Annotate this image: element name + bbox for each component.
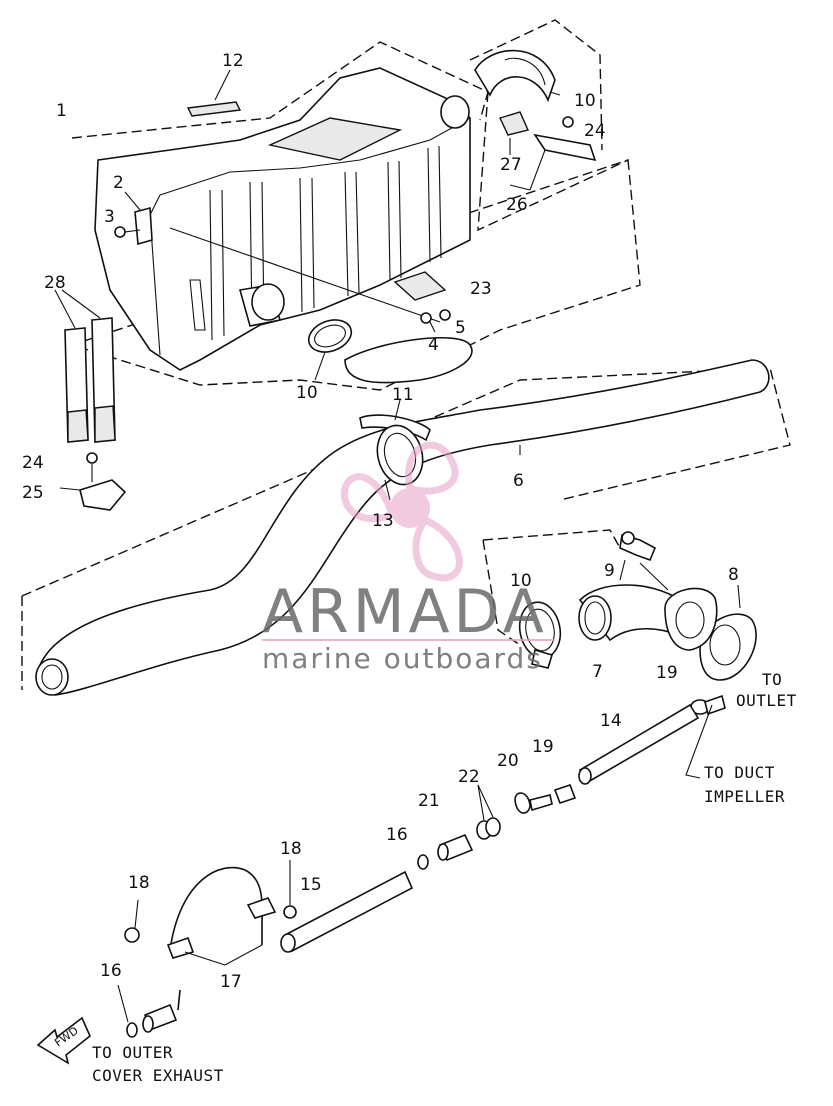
part-label-10a: 10 [574,91,596,111]
part-label-21: 21 [418,791,440,811]
part-label-23: 23 [470,279,492,299]
to-duct-line2: IMPELLER [704,787,785,806]
part-16-ring-lower [117,984,138,1038]
watermark-tagline: marine outboards [262,642,543,675]
part-20-fitting [514,792,553,814]
part-label-4: 4 [428,335,439,355]
part-label-27: 27 [500,155,522,175]
part-10-clamp-lower [307,319,353,381]
part-2-3-bracket [114,191,441,323]
part-23-plate [393,271,451,333]
part-label-13: 13 [372,511,394,531]
part-label-19b: 19 [532,737,554,757]
part-21-nipple [437,833,474,862]
part-18-bolt-left [124,899,140,943]
part-9-fitting [619,531,669,591]
watermark-brand: ARMADA [262,577,548,647]
part-15-hose [280,870,414,953]
fwd-arrow-icon: FWD [36,1016,91,1065]
to-duct-line1: TO DUCT [704,763,775,782]
part-19-clamp-upper [690,694,726,716]
part-label-16a: 16 [386,825,408,845]
part-label-18b: 18 [128,873,150,893]
part-16-ring-upper [417,854,429,870]
part-label-1: 1 [56,101,67,121]
part-17-hose [142,866,277,1033]
part-label-22: 22 [458,767,480,787]
part-number-labels: 1 12 2 3 28 10 24 27 26 23 5 4 10 11 6 2… [22,51,739,992]
part-label-18a: 18 [280,839,302,859]
part-label-19a: 19 [656,663,678,683]
part-label-24a: 24 [584,121,606,141]
part-28-straps [54,289,116,443]
part-label-11: 11 [392,385,414,405]
muffler-body [94,67,471,371]
part-18-bolt-right [283,860,297,919]
part-label-17: 17 [220,972,242,992]
part-label-7: 7 [592,662,603,682]
part-27-bracket [499,111,529,155]
part-24-25-bracket [59,452,127,511]
propeller-logo [340,441,463,582]
to-outer-line1: TO OUTER [92,1043,173,1062]
part-6-hose [35,336,770,696]
part-19-clamp-lower [553,783,577,805]
part-label-12: 12 [222,51,244,71]
part-label-15: 15 [300,875,322,895]
part-label-5: 5 [455,318,466,338]
part-22-washers [476,784,501,840]
part-label-26: 26 [506,195,528,215]
part-10-clamp-right [518,601,562,669]
direction-notes: TO OUTLET TO DUCT IMPELLER TO OUTER COVE… [92,670,797,1085]
part-label-9: 9 [604,561,615,581]
part-7-elbow [578,584,692,642]
part-flange [664,587,718,651]
part-label-24b: 24 [22,453,44,473]
watermark: ARMADA marine outboards [262,577,555,675]
part-26-bracket [509,116,597,191]
to-outer-line2: COVER EXHAUST [92,1066,224,1085]
part-label-28: 28 [44,273,66,293]
to-duct-leader [685,704,713,779]
part-label-10b: 10 [296,383,318,403]
part-8-gasket [699,584,757,681]
part-label-2: 2 [113,173,124,193]
part-label-25: 25 [22,483,44,503]
part-label-8: 8 [728,565,739,585]
part-12-strip [186,69,242,117]
part-14-hose [578,703,700,785]
part-label-10c: 10 [510,571,532,591]
to-outlet-line1: TO [762,670,782,689]
to-outlet-line2: OUTLET [736,691,797,710]
part-label-3: 3 [104,207,115,227]
part-label-20: 20 [497,751,519,771]
part-label-14: 14 [600,711,622,731]
part-10-clamp-upper [474,49,561,103]
part-label-16b: 16 [100,961,122,981]
part-label-6: 6 [513,471,524,491]
